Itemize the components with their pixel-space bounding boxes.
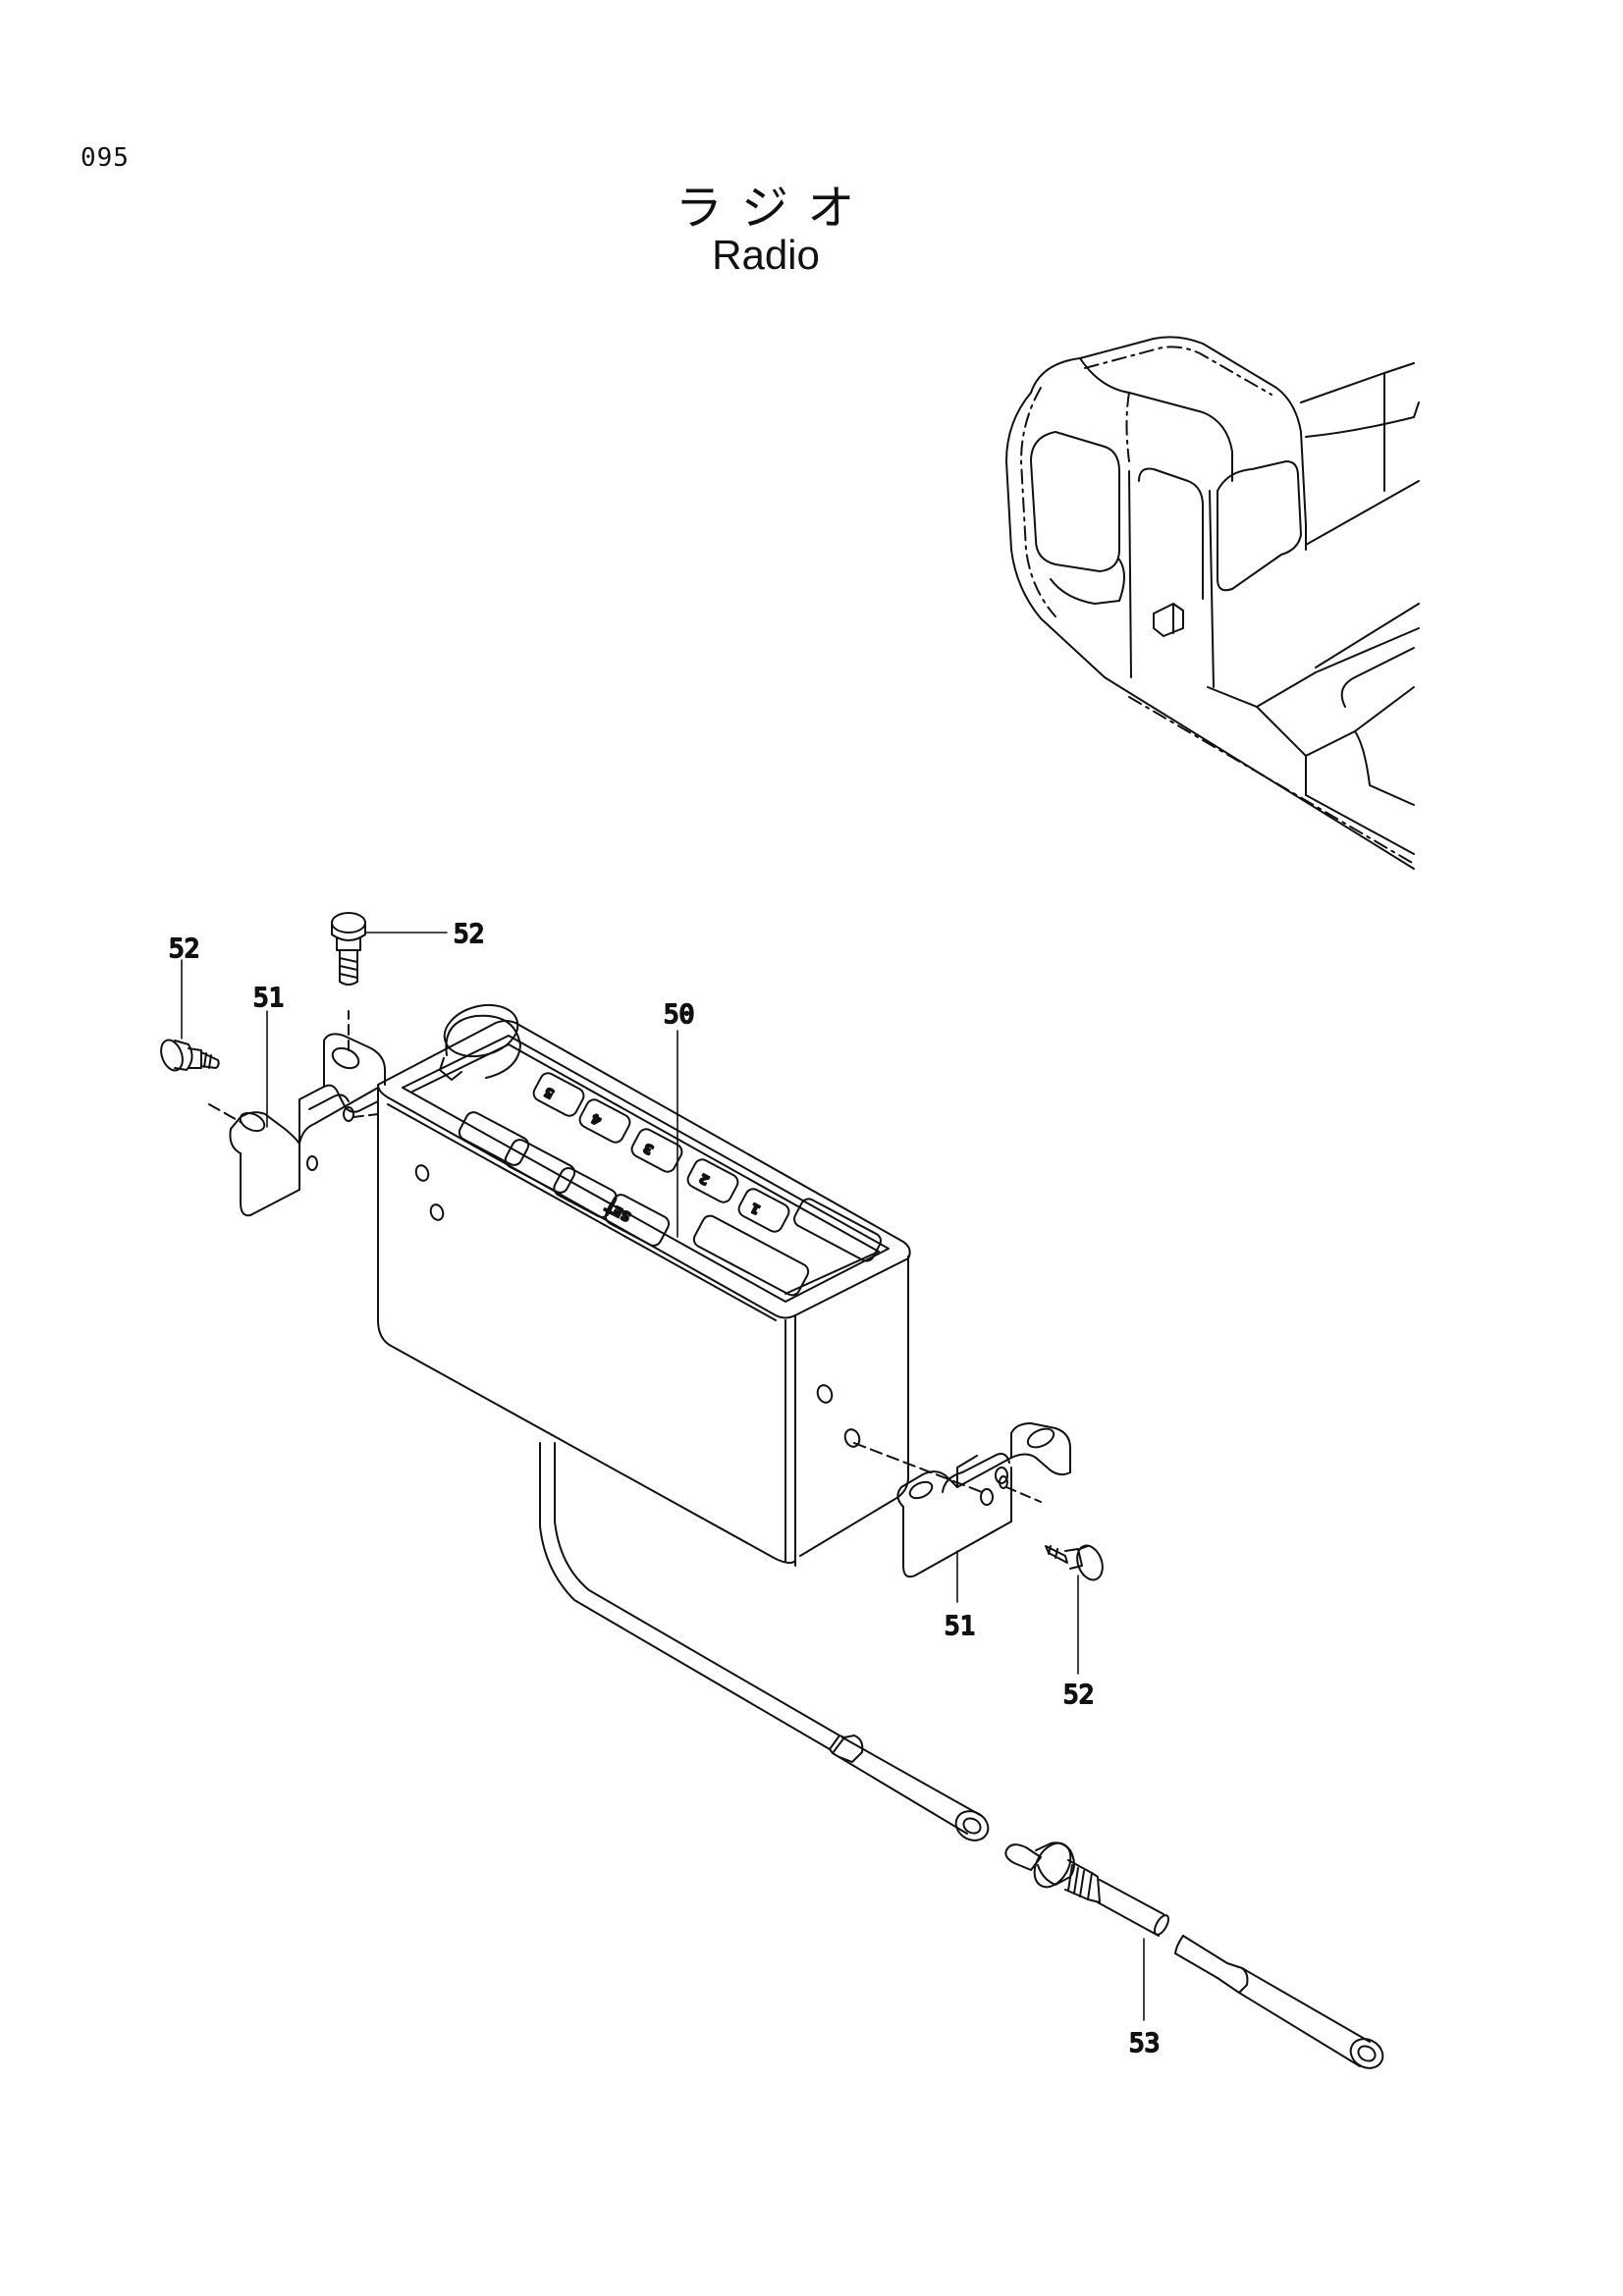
callout-51-right: 51 — [945, 1612, 975, 1641]
key-label: 1 — [748, 1200, 763, 1216]
callout-52-right: 52 — [1063, 1681, 1094, 1710]
screw-top — [331, 912, 366, 986]
key-label: 5 — [542, 1084, 557, 1100]
callout-52-top: 52 — [454, 920, 484, 949]
callout-52-left: 52 — [169, 934, 199, 964]
callout-53-cable: 53 — [1129, 2029, 1160, 2058]
left-bracket — [208, 1010, 386, 1217]
key-label: 2 — [697, 1170, 712, 1187]
title-japanese: ラ ジ オ — [675, 181, 857, 236]
screw-left — [160, 1039, 220, 1072]
right-bracket — [853, 1422, 1071, 1578]
screw-right — [1045, 1544, 1104, 1581]
callout-51-left: 51 — [253, 984, 284, 1013]
machine-cab-view — [1005, 336, 1420, 870]
antenna-cable — [539, 1442, 1384, 2069]
callout-50-radio: 50 — [664, 1000, 694, 1030]
radio-unit — [377, 1003, 911, 1567]
page-number: 095 — [81, 143, 130, 173]
key-label: 3 — [641, 1140, 656, 1156]
title-english: Radio — [712, 232, 820, 278]
key-label: 4 — [589, 1110, 604, 1127]
leader-lines — [181, 932, 1145, 2021]
